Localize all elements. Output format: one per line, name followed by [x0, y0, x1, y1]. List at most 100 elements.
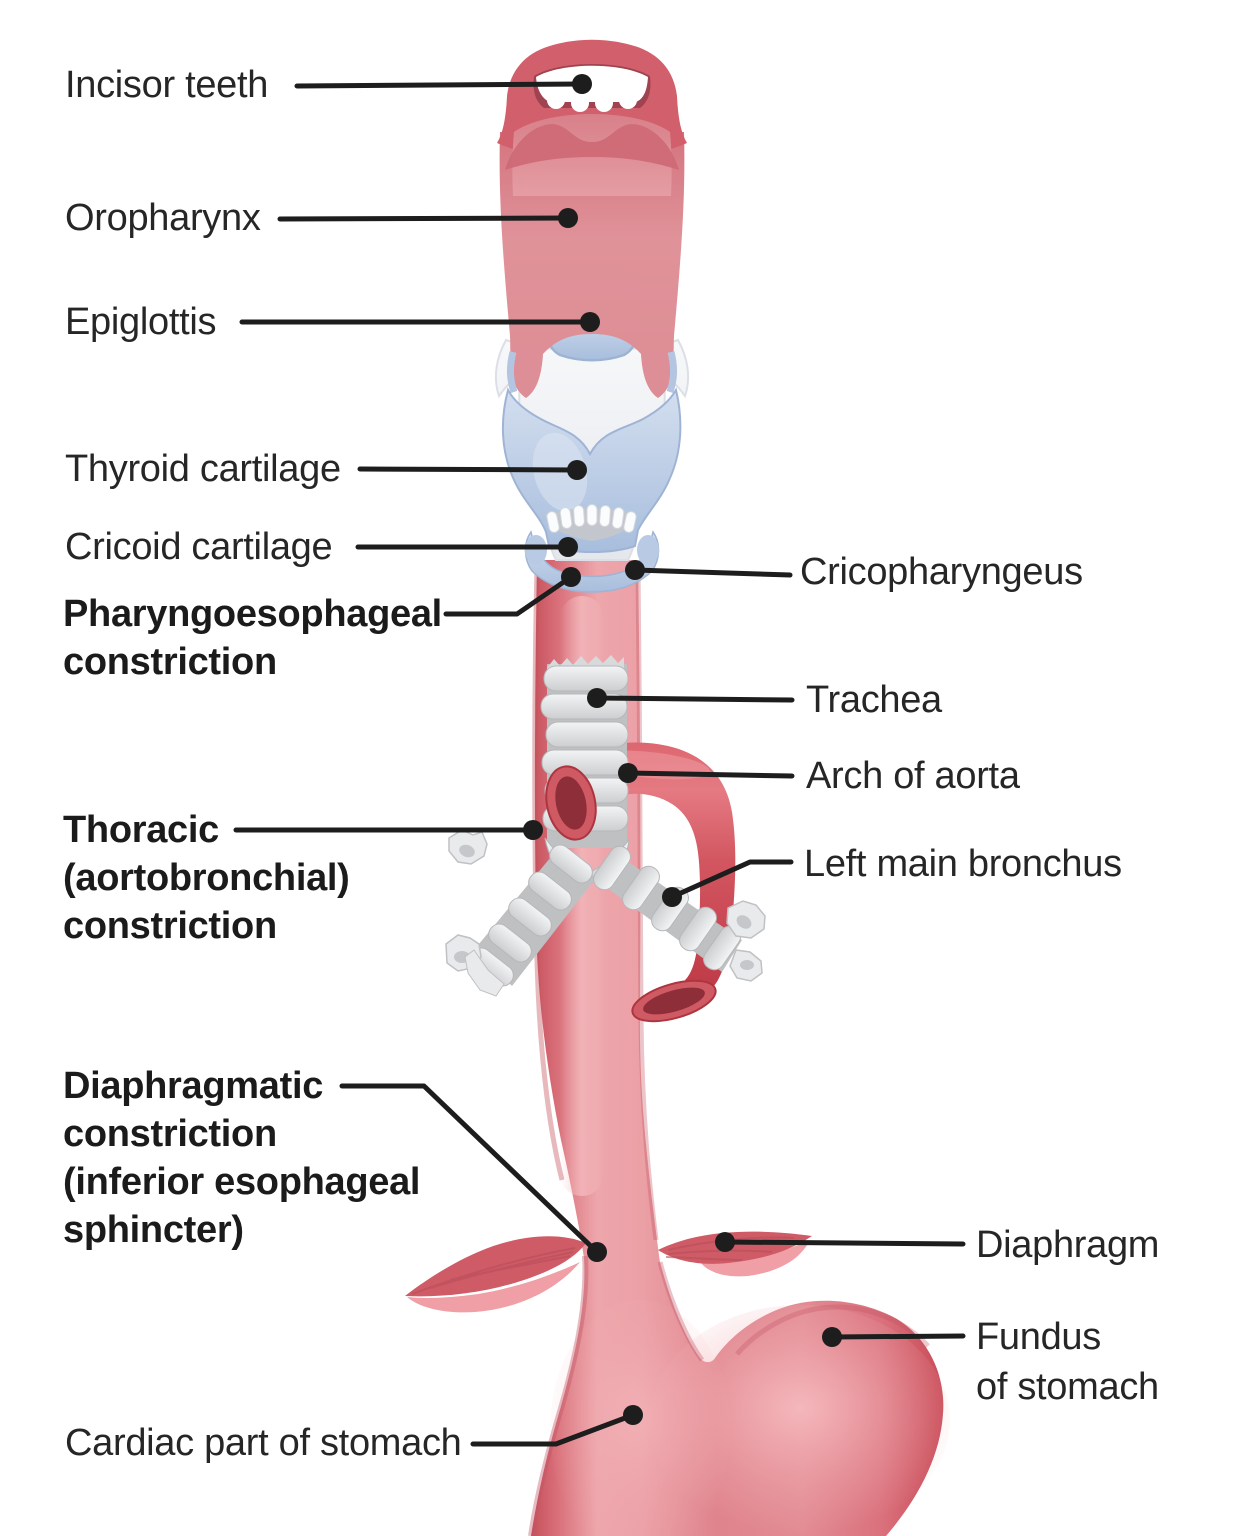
- leader-pharyngoesophageal-constriction: [443, 574, 574, 617]
- mouth-pharynx-larynx-graphic: [494, 39, 690, 593]
- thyroid-superior-horn-right: [666, 351, 677, 394]
- cricoid-lateral-left: [525, 535, 547, 565]
- label-cardiac-part-of-stomach: Cardiac part of stomach: [65, 1422, 462, 1464]
- label-left-main-bronchus: Left main bronchus: [804, 843, 1122, 885]
- right-bronchus-stub-opening: [459, 844, 475, 858]
- leader-diaphragmatic-constriction: [339, 1083, 600, 1255]
- vocal-fold-ridges: [546, 504, 637, 533]
- teeth-row: [536, 65, 648, 102]
- leader-arch-of-aorta: [625, 770, 795, 779]
- dot-cricopharyngeus: [625, 560, 645, 580]
- leader-trachea: [594, 695, 795, 703]
- leader-diaphragm: [722, 1239, 966, 1247]
- label-thyroid-cartilage: Thyroid cartilage: [65, 448, 341, 490]
- label-line: Fundus: [976, 1316, 1101, 1358]
- vocal-fold-ridge: [599, 505, 611, 527]
- aorta-bottom-opening: [631, 979, 717, 1023]
- label-trachea: Trachea: [806, 679, 942, 721]
- leader-lines: [233, 81, 966, 1447]
- dot-diaphragm: [715, 1232, 735, 1252]
- label-line: constriction: [63, 905, 277, 947]
- label-line: Pharyngoesophageal: [63, 593, 442, 635]
- dot-pharyngoesophageal-constriction: [561, 567, 581, 587]
- label-epiglottis: Epiglottis: [65, 301, 217, 343]
- dot-left-main-bronchus: [662, 887, 682, 907]
- tracheal-ring: [543, 665, 629, 692]
- bronchial-ring: [508, 897, 552, 937]
- label-cricoid-cartilage: Cricoid cartilage: [65, 526, 333, 568]
- dot-fundus-of-stomach: [822, 1327, 842, 1347]
- tooth: [595, 94, 613, 112]
- label-thoracic-constriction: Thoracic (aortobronchial) constriction: [63, 806, 350, 950]
- bronchial-ring: [593, 845, 631, 891]
- tooth: [571, 94, 589, 112]
- fundus-highlight: [650, 1305, 950, 1535]
- label-fundus-of-stomach: Fundus of stomach: [976, 1312, 1159, 1412]
- vocal-fold-ridge: [573, 505, 585, 527]
- label-oropharynx: Oropharynx: [65, 197, 261, 239]
- label-diaphragmatic-constriction: Diaphragmatic constriction (inferior eso…: [63, 1062, 421, 1254]
- vocal-fold-ridge: [623, 511, 637, 533]
- leader-thyroid-cartilage: [357, 466, 580, 473]
- label-diaphragm: Diaphragm: [976, 1224, 1160, 1266]
- label-pharyngoesophageal-constriction: Pharyngoesophageal constriction: [63, 590, 442, 686]
- tooth: [547, 91, 565, 109]
- cricoid-lateral-right: [637, 535, 659, 565]
- vocal-fold-ridge: [546, 511, 560, 533]
- incisor-teeth-graphic: [536, 65, 648, 112]
- label-line: (inferior esophageal: [63, 1161, 421, 1203]
- label-line: of stomach: [976, 1366, 1159, 1408]
- label-line: Thoracic: [63, 809, 219, 851]
- dot-thoracic-constriction: [523, 820, 543, 840]
- thyroid-cartilage-shield: [501, 387, 682, 553]
- leader-cricopharyngeus: [632, 567, 793, 578]
- vocal-fold-ridge: [611, 507, 625, 529]
- leader-incisor-teeth: [294, 81, 585, 89]
- esophagus-right-edge-shade: [635, 565, 659, 1241]
- diaphragm-right-wing: [658, 1231, 812, 1264]
- thyroid-superior-horn-left: [507, 351, 518, 394]
- dot-cricoid-cartilage: [558, 537, 578, 557]
- aorta-arch-opening: [545, 765, 597, 841]
- diaphragm-left-underside: [407, 1262, 580, 1313]
- dot-diaphragmatic-constriction: [587, 1242, 607, 1262]
- leader-left-main-bronchus: [669, 859, 794, 900]
- leader-fundus-of-stomach: [829, 1333, 966, 1340]
- leader-dots: [523, 74, 842, 1425]
- right-bronchus-torn-end: [464, 949, 505, 997]
- dot-incisor-teeth: [572, 74, 592, 94]
- dot-cardiac-part-of-stomach: [623, 1405, 643, 1425]
- label-arch-of-aorta: Arch of aorta: [806, 755, 1020, 797]
- dot-trachea: [587, 688, 607, 708]
- bronchial-ring: [528, 871, 572, 911]
- stomach-left-edge-shade: [528, 1255, 589, 1536]
- vocal-fold-ridge: [586, 504, 598, 526]
- fundus-top-shade: [735, 1304, 930, 1356]
- esophagus-stomach-body: [531, 560, 944, 1536]
- label-line: sphincter): [63, 1209, 244, 1251]
- bronchial-ring: [549, 844, 593, 884]
- bronchial-ring: [488, 923, 532, 963]
- label-line: Diaphragmatic: [63, 1065, 324, 1107]
- label-incisor-teeth: Incisor teeth: [65, 64, 269, 106]
- bronchial-ring: [622, 865, 660, 911]
- palatal-arches: [505, 124, 679, 170]
- dot-oropharynx: [558, 208, 578, 228]
- vocal-fold-ridge: [559, 507, 573, 529]
- left-bronchus-stub-opening: [740, 960, 754, 970]
- label-line: constriction: [63, 641, 277, 683]
- arch-of-aorta-body: [549, 742, 736, 1006]
- leader-oropharynx: [277, 215, 571, 222]
- bronchial-ring: [679, 906, 717, 952]
- label-cricopharyngeus: Cricopharyngeus: [800, 551, 1083, 593]
- leader-cardiac-part-of-stomach: [470, 1412, 636, 1447]
- right-main-bronchus-graphic: [445, 829, 596, 997]
- diaphragm-left-striations: [411, 1247, 576, 1295]
- tooth: [619, 91, 637, 109]
- label-line: (aortobronchial): [63, 857, 350, 899]
- dot-thyroid-cartilage: [567, 460, 587, 480]
- oropharynx-column: [499, 132, 685, 398]
- label-line: constriction: [63, 1113, 277, 1155]
